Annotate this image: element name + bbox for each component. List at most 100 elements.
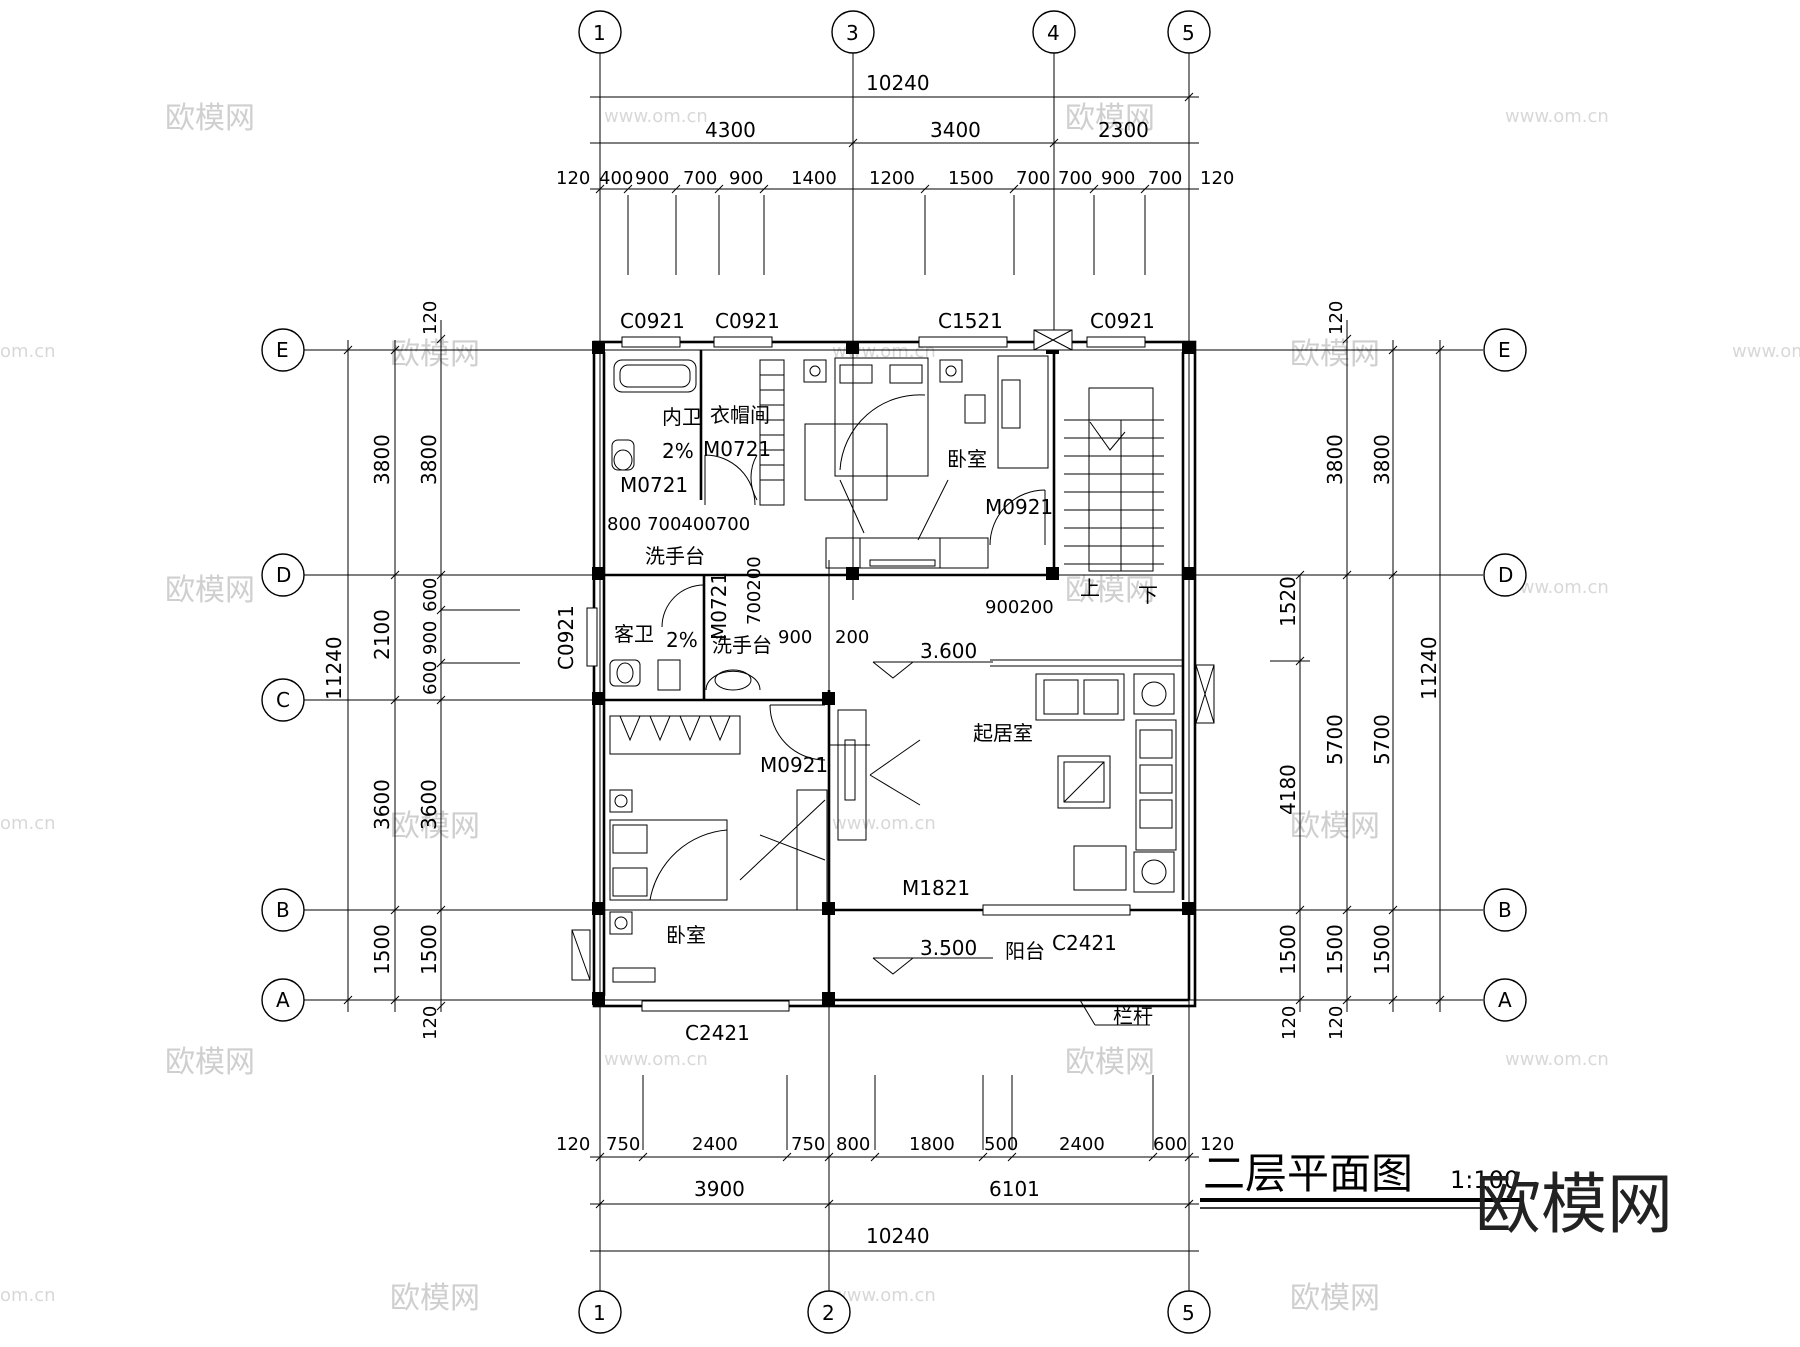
dim-top-detail: 700 [683,168,717,189]
dim-right-detail: 1520 [1276,576,1300,627]
dim-left-inner: 120 [420,301,441,335]
dim-top-detail: 900 [635,168,669,189]
dim-right-inner: 1500 [1323,924,1347,975]
room-label: 起居室 [973,721,1033,745]
dim-right-inner: 120 [1326,301,1347,335]
level-markers [872,661,1150,1026]
room-label: 阳台 [1005,939,1045,963]
watermark-url: om.cn [0,1285,56,1306]
dim-left-total: 11240 [322,636,346,700]
watermark-url: www.om.cn [832,1285,936,1306]
door-label: M0921 [760,753,828,777]
door-swings [661,454,1046,911]
stair-down-label: 下 [1138,583,1158,607]
door-label: M0921 [985,495,1053,519]
axis-label-E: E [276,338,289,362]
stair-up-label: 上 [1080,576,1100,600]
sub-dimension: 800 700400700 [607,514,750,535]
dim-right-inner: 120 [1326,1006,1347,1040]
dim-right-inner: 3800 [1323,434,1347,485]
watermark-url: www.om.cn [1505,106,1609,127]
axis-label-D: D [276,563,291,587]
axis-label-A: A [276,988,290,1012]
dim-left-inner: 900 [420,621,441,655]
dim-top-detail: 1500 [948,168,994,189]
dim-top-detail: 400 [599,168,633,189]
dim-top-mid: 4300 [705,118,756,142]
dim-left-inner: 1500 [417,924,441,975]
dim-left-mid: 2100 [370,609,394,660]
dim-bottom-detail: 120 [556,1134,590,1155]
axis-label-4: 4 [1047,21,1060,45]
watermark-layer: 欧模网 欧模网 欧模网 欧模网 欧模网 欧模网 欧模网 欧模网 欧模网 欧模网 … [0,101,1800,1316]
dim-bottom-detail: 500 [984,1134,1018,1155]
watermark-url: www.om.cn [1732,341,1800,362]
watermark-text: 欧模网 [1065,1045,1155,1080]
dimensions-top: 10240 4300 3400 2300 120 400 900 700 900… [556,71,1234,275]
dimensions-left: 11240 3800 2100 3600 1500 120 3800 600 9… [322,301,520,1040]
window-label: C0921 [715,309,780,333]
dim-right-mid: 3800 [1370,434,1394,485]
level-label: 3.500 [920,936,977,960]
dim-top-detail: 700 [1058,168,1092,189]
door-label: M1821 [902,876,970,900]
dim-bottom-mid: 6101 [989,1177,1040,1201]
slope-label: 2% [666,628,698,652]
dim-top-detail: 1400 [791,168,837,189]
sub-dimension: 900 [778,627,812,648]
watermark-url: www.om.cn [604,1049,708,1070]
sub-dimension: 900200 [985,597,1054,618]
fixtures [609,355,1177,983]
axis-label-A: A [1498,988,1512,1012]
axis-label-E: E [1498,338,1511,362]
dim-left-inner: 3600 [417,779,441,830]
railing-label: 栏杆 [1113,1004,1153,1028]
axis-grid [304,52,1483,1292]
dim-bottom-total: 10240 [866,1224,930,1248]
dim-right-inner: 5700 [1323,714,1347,765]
fixture-label: 洗手台 [712,633,772,657]
window-label: C0921 [620,309,685,333]
room-label: 卧室 [666,923,706,947]
dim-bottom-mid: 3900 [694,1177,745,1201]
watermark-text: 欧模网 [165,1045,255,1080]
watermark-text: 欧模网 [165,573,255,608]
dim-left-mid: 1500 [370,924,394,975]
windows [571,329,1215,1012]
watermark-url: www.om.cn [832,813,936,834]
dim-bottom-detail: 120 [1200,1134,1234,1155]
watermark-text: 欧模网 [1290,809,1380,844]
dim-left-mid: 3800 [370,434,394,485]
door-label: M0721 [620,473,688,497]
dim-left-inner: 600 [420,578,441,612]
level-label: 3.600 [920,639,977,663]
dim-top-detail: 120 [1200,168,1234,189]
watermark-text: 欧模网 [1065,101,1155,136]
dim-bottom-detail: 750 [606,1134,640,1155]
dim-left-mid: 3600 [370,779,394,830]
dim-top-detail: 700 [1148,168,1182,189]
drawing-scale: 1:100 [1450,1166,1519,1194]
axis-label-1: 1 [593,21,606,45]
room-label: 客卫 [614,622,654,646]
watermark-text: 欧模网 [390,337,480,372]
dim-top-mid: 2300 [1098,118,1149,142]
stair: 上 下 [1064,387,1164,607]
dim-left-inner: 600 [420,661,441,695]
watermark-text: 欧模网 [390,1281,480,1316]
door-label: M0721 [703,437,771,461]
dim-bottom-detail: 2400 [692,1134,738,1155]
watermark-url: www.om.cn [604,106,708,127]
dim-right-detail: 1500 [1276,924,1300,975]
dim-top-detail: 900 [1101,168,1135,189]
watermark-url: om.cn [0,813,56,834]
dim-top-total: 10240 [866,71,930,95]
watermark-text: 欧模网 [390,809,480,844]
sub-dimension: 700200 [744,556,765,625]
axis-bubbles-bottom: 1 2 5 [578,1290,1211,1334]
dim-right-total: 11240 [1417,636,1441,700]
title-block: 二层平面图 1:100 欧模网 [1200,1149,1673,1243]
axis-bubbles-right: E D B A [1483,328,1527,1022]
axis-label-5: 5 [1182,21,1195,45]
